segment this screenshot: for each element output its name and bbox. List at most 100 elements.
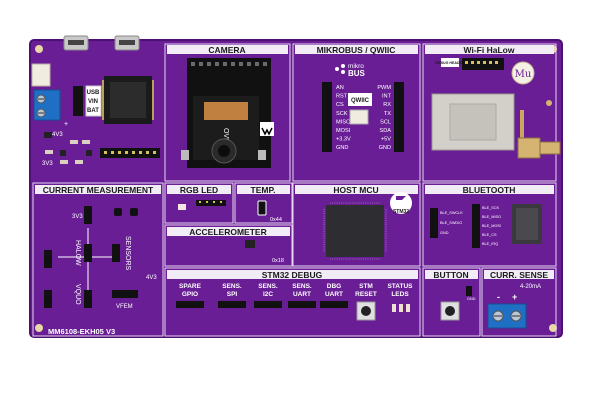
debug-group-label: RESET <box>355 291 377 298</box>
mikrobus-pin-label: CS <box>336 102 344 108</box>
stm32-logo <box>390 192 412 214</box>
jumper-halow[interactable] <box>84 244 92 262</box>
section-temp-title: TEMP. <box>251 185 276 195</box>
jumper-vquo-left[interactable] <box>44 290 52 308</box>
mikrobus-pin-label: SCK <box>336 111 348 117</box>
mikrobus-pin-label: INT <box>382 94 392 100</box>
cm-3v3-label: 3V3 <box>72 214 83 220</box>
debug-group-label: SENS. <box>222 283 242 290</box>
section-accelerometer-title: ACCELEROMETER <box>189 227 266 237</box>
temp-address: 0x44 <box>270 217 282 223</box>
jumper-vfem[interactable] <box>112 290 138 298</box>
mikrobus-pin-label: SCL <box>380 119 391 125</box>
power-bat-label: BAT <box>87 108 99 114</box>
mikrobus-pin-label: GND <box>379 145 391 151</box>
status-led <box>399 304 403 312</box>
power-vin-label: VIN <box>88 99 98 105</box>
mikrobus-pin-label: TX <box>384 111 391 117</box>
section-current-measurement-title: CURRENT MEASUREMENT <box>43 185 154 195</box>
section-wifi-title: Wi-Fi HaLow <box>464 45 515 55</box>
jumper-sensors[interactable] <box>112 244 120 262</box>
curr-sense-range: 4-20mA <box>520 284 541 290</box>
mounting-hole <box>35 45 43 53</box>
debug-pin-header[interactable] <box>176 301 204 308</box>
section-rgb-led-title: RGB LED <box>180 185 218 195</box>
bluetooth-pin-label: BLE_SCK <box>482 206 500 210</box>
debug-pin-header[interactable] <box>288 301 316 308</box>
board-model-label: MM6108-EKH05 V3 <box>48 327 115 336</box>
cm-vfem-label: VFEM <box>116 304 133 310</box>
jumper-pair-a[interactable] <box>114 208 122 216</box>
host-mcu-chip <box>326 205 384 257</box>
bluetooth-pin-label: BLE_MOSI <box>482 224 501 228</box>
power-3v3-label: 3V3 <box>42 161 53 167</box>
mounting-hole <box>549 324 557 332</box>
jumper-vquo[interactable] <box>84 290 92 308</box>
debug-group-label: SENS. <box>258 283 278 290</box>
curr-sense-minus: - <box>497 292 500 302</box>
bluetooth-pin-label: BLE_IRQ <box>482 242 498 246</box>
qwiic-connector[interactable] <box>349 109 369 125</box>
bluetooth-pin-label: BLE_CS <box>482 233 497 237</box>
jumper-3v3[interactable] <box>84 206 92 224</box>
debug-group-label: STATUS <box>387 283 413 290</box>
cm-4v3-label: 4V3 <box>146 275 157 281</box>
power-select-label-block <box>85 85 102 117</box>
status-led <box>406 304 410 312</box>
debug-group-label: SENS. <box>292 283 312 290</box>
bluetooth-pin-label: BLE_MISO <box>482 215 501 219</box>
battery-connector <box>31 63 51 87</box>
debug-group-label: LEDS <box>391 291 409 298</box>
bluetooth-pin-label: BLE_SWDIO <box>440 221 462 225</box>
accelerometer-chip <box>245 240 255 248</box>
accelerometer-address: 0x18 <box>272 258 284 264</box>
section-button-title: BUTTON <box>433 270 468 280</box>
power-4v3-label: 4V3 <box>52 132 63 138</box>
mikrobus-pin-label: GND <box>336 145 348 151</box>
jumper-halow-left[interactable] <box>44 250 52 268</box>
mikrobus-pin-label: RX <box>383 102 391 108</box>
section-stm32-debug-title: STM32 DEBUG <box>262 270 323 280</box>
debug-group-label: DBG <box>327 283 341 290</box>
mikrobus-pin-label: AN <box>336 85 344 91</box>
mikrobus-pin-label: +5V <box>381 137 391 143</box>
debug-group-label: SPARE <box>179 283 202 290</box>
antenna-connector <box>517 137 541 159</box>
debug-pin-header[interactable] <box>320 301 348 308</box>
debug-group-label: UART <box>325 291 343 298</box>
mikrobus-header-left <box>322 82 332 152</box>
morse-micro-logo-text: Mu <box>515 69 532 80</box>
plus-label: + <box>64 121 68 128</box>
mikrobus-pin-label: MISO <box>336 119 351 125</box>
power-select-jumper[interactable] <box>73 86 83 116</box>
mikrobus-pin-label: +3.3V <box>336 137 351 143</box>
section-curr-sense-title: CURR. SENSE <box>490 270 548 280</box>
debug-group-label: STM <box>359 283 373 290</box>
mikrobus-pin-label: RST <box>336 94 348 100</box>
cm-halow-label: HALOW <box>74 240 81 266</box>
cm-vquo-label: VQUO <box>74 284 81 305</box>
rgb-led <box>178 204 186 210</box>
mikrobus-pin-label: PWM <box>377 85 391 91</box>
debug-pin-header[interactable] <box>254 301 282 308</box>
qwiic-label: QWIIC <box>351 98 370 104</box>
svg-text:mikro: mikro <box>348 63 364 70</box>
mikrobus-pin-label: SDA <box>379 128 391 134</box>
svg-text:BUS: BUS <box>348 69 366 78</box>
jumper-pair-b[interactable] <box>130 208 138 216</box>
bluetooth-pin-label: GND <box>440 231 449 235</box>
curr-sense-plus: + <box>512 292 517 302</box>
mounting-hole <box>35 324 43 332</box>
section-mikrobus-title: MIKROBUS / QWIIC <box>317 45 396 55</box>
temp-sensor <box>257 200 267 216</box>
debug-pin-header[interactable] <box>218 301 246 308</box>
section-host-mcu-title: HOST MCU <box>333 185 378 195</box>
debug-header-label-box <box>441 58 459 67</box>
mikrobus-logo: mikro BUS <box>335 63 366 78</box>
debug-group-label: I2C <box>263 291 273 298</box>
section-bluetooth-title: BLUETOOTH <box>463 185 516 195</box>
button-gnd-label: GND <box>467 297 476 301</box>
stm32-logo-text: STM32 <box>393 209 409 215</box>
cm-sensors-label: SENSORS <box>124 236 131 271</box>
